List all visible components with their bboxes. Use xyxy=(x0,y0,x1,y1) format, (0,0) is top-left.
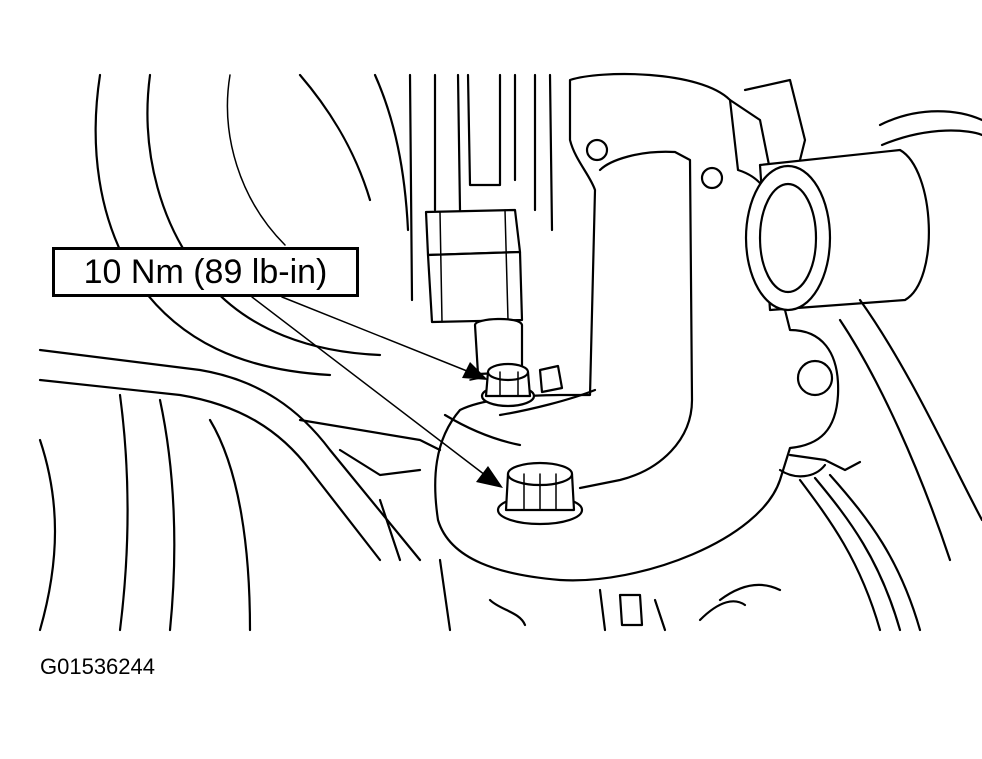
upper-leader-line xyxy=(281,296,473,374)
lower-arrow-head xyxy=(476,466,503,488)
rear-column xyxy=(408,73,554,302)
hex-fitting xyxy=(424,208,524,376)
figure-id: G01536244 xyxy=(40,654,155,679)
torque-spec-callout: 10 Nm (89 lb-in) xyxy=(52,247,359,297)
coolant-outlet-pipe xyxy=(744,110,982,562)
leader-arrows xyxy=(251,296,503,488)
upper-arrow-head xyxy=(462,362,488,380)
lower-flange-bolt xyxy=(496,461,584,526)
circular-housing xyxy=(94,73,410,377)
mounting-bracket xyxy=(434,72,862,582)
upper-bolt xyxy=(469,362,564,408)
lower-chassis xyxy=(38,348,667,632)
lower-leader-line xyxy=(251,296,486,476)
wiring-harness xyxy=(698,473,922,632)
